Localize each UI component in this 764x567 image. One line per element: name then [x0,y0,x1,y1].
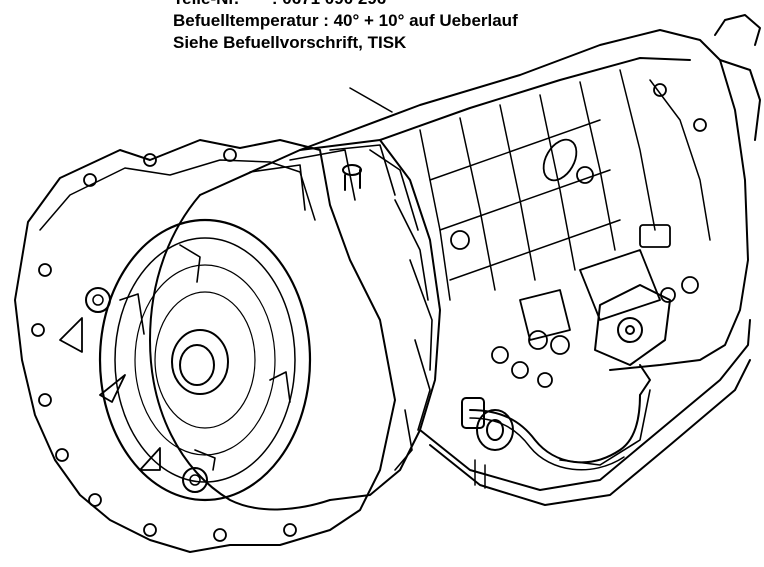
flange-bolt-holes [32,149,296,541]
torque-converter-hub [172,330,228,394]
converter-housing [200,140,440,500]
lug-nut [86,288,110,312]
shift-cable [560,390,650,465]
lug-triangle [60,318,82,352]
callout-fill-instruction: Siehe Befuellvorschrift, TISK [173,33,407,52]
callout-part-number: Teile-Nr. : 0671 090 296 [173,0,518,10]
torque-converter-ring [115,238,295,482]
torque-converter-outer [100,220,310,500]
oil-pan [420,320,750,490]
housing-ribs [250,145,432,470]
valve-body [492,250,660,387]
output-shaft [715,15,760,45]
case-ribs [420,70,710,300]
connector-plug [462,398,513,450]
bell-housing-flange [15,140,395,552]
main-case [300,30,748,370]
wiring-harness [470,395,640,462]
converter-studs [120,245,290,470]
leader-line [350,88,392,112]
case-bosses [451,84,706,302]
callout-text: Teile-Nr. : 0671 090 296 Befuelltemperat… [173,0,518,66]
callout-fill-temperature: Befuelltemperatur : 40° + 10° auf Ueberl… [173,11,518,30]
selector-switch [595,285,670,395]
